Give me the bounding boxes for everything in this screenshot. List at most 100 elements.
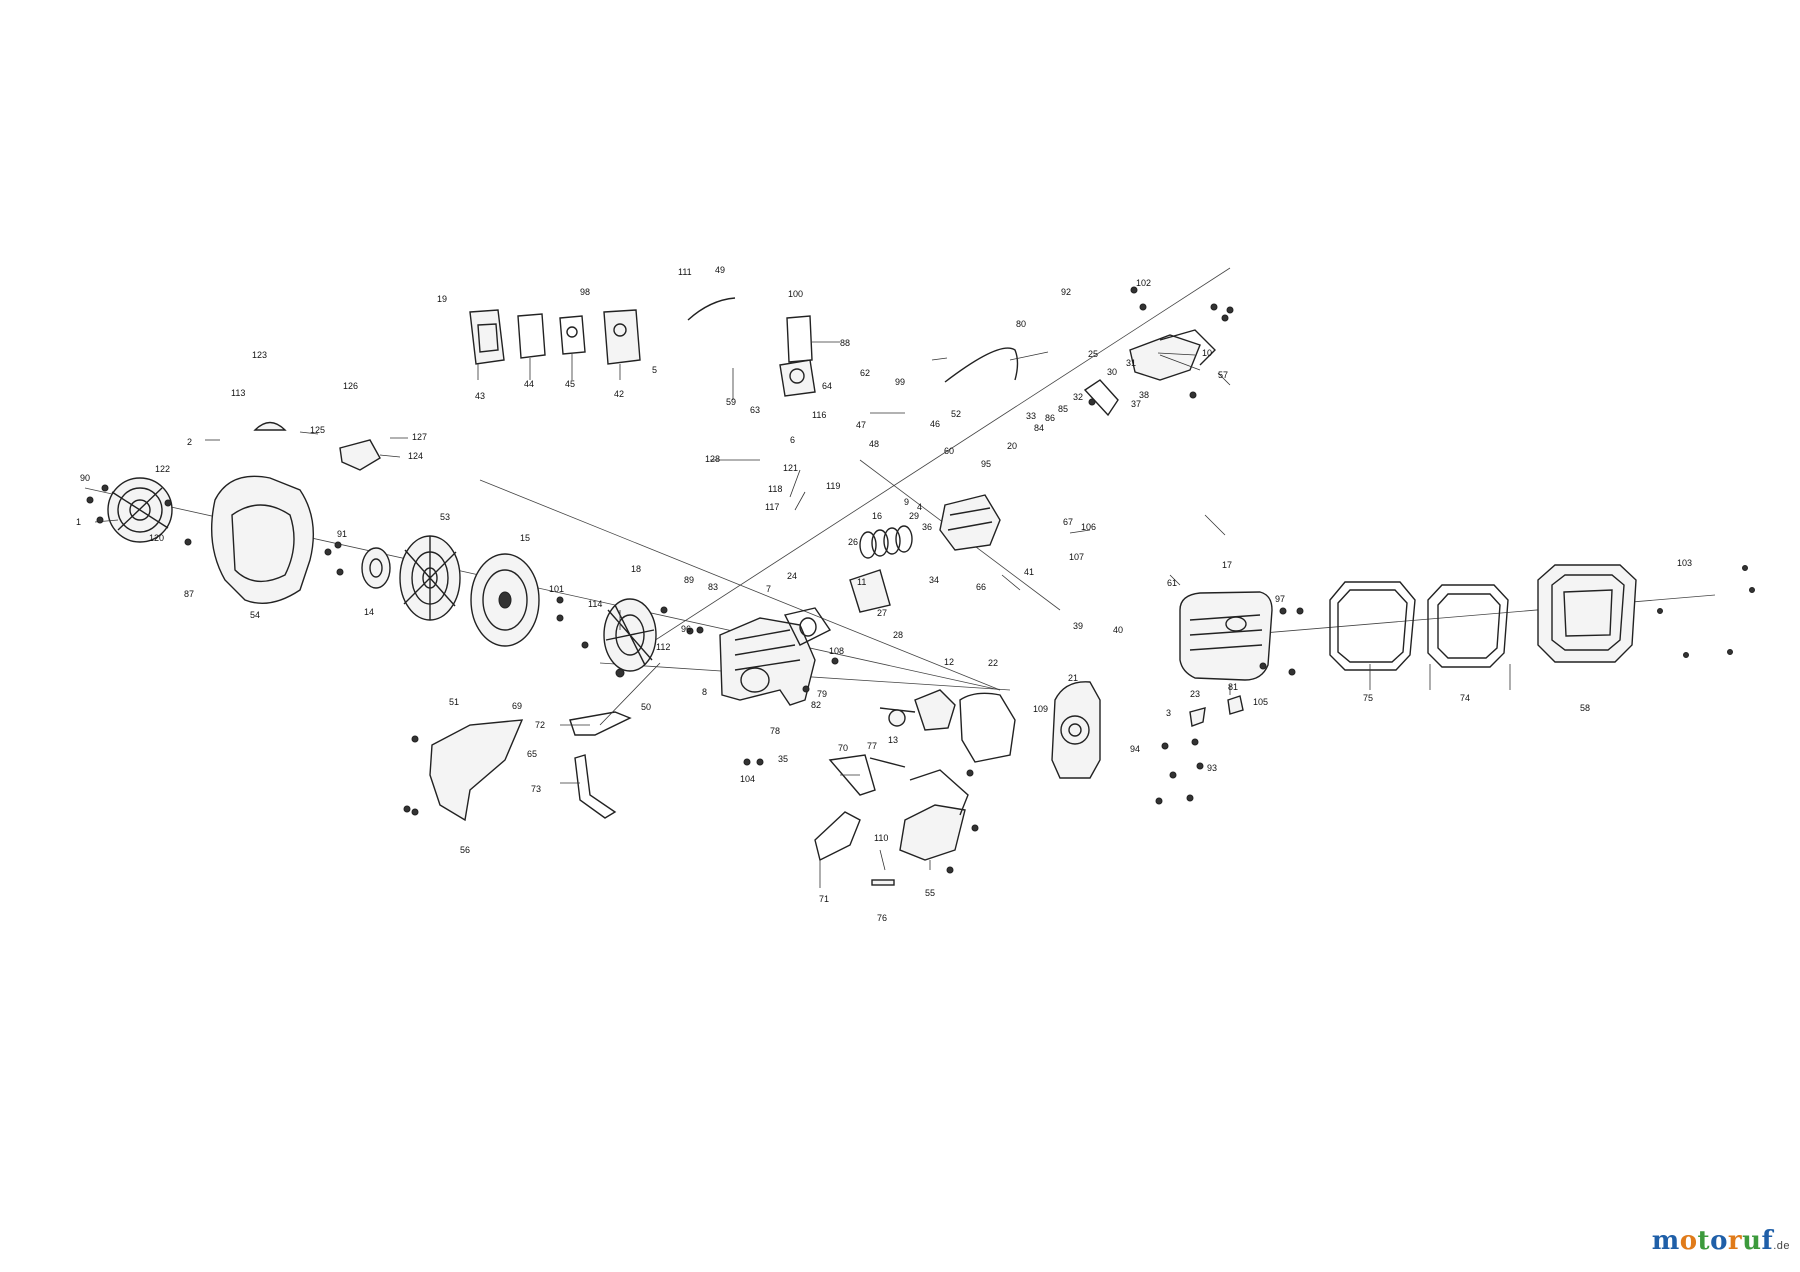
callout: 6 (790, 435, 795, 445)
callout: 127 (412, 432, 427, 442)
deflector-71-part (814, 811, 861, 862)
air-filter-cover-part (469, 309, 505, 365)
callout: 58 (1580, 703, 1590, 713)
callout: 81 (1228, 682, 1238, 692)
callout: 57 (1218, 370, 1228, 380)
callout: 15 (520, 533, 530, 543)
callout: 119 (826, 481, 840, 491)
callout: 24 (787, 571, 797, 581)
callout: 122 (155, 464, 170, 474)
piston-rings-part (859, 525, 913, 559)
callout: 35 (778, 754, 788, 764)
callout: 95 (981, 459, 991, 469)
callout: 103 (1677, 558, 1692, 568)
muffler-guard-part (1129, 329, 1216, 381)
panel-frame-74 (1427, 584, 1509, 668)
callout: 117 (765, 502, 779, 512)
fasteners (86, 286, 1755, 874)
logo-letter: u (1742, 1226, 1762, 1256)
callout: 40 (1113, 625, 1123, 635)
dipstick-part (1189, 707, 1206, 727)
callout: 97 (1275, 594, 1285, 604)
callout: 33 (1026, 411, 1036, 421)
motoruf-watermark: motoruf.de (1652, 1226, 1790, 1256)
callout: 85 (1058, 404, 1068, 414)
callout: 22 (988, 658, 998, 668)
callout: 94 (1130, 744, 1140, 754)
callout: 73 (531, 784, 541, 794)
logo-letter: o (1679, 1226, 1698, 1256)
callout: 19 (437, 294, 447, 304)
callout: 55 (925, 888, 935, 898)
callout: 118 (768, 484, 782, 494)
callout: 82 (811, 700, 821, 710)
callout: 34 (929, 575, 939, 585)
callout: 92 (1061, 287, 1071, 297)
callout: 90 (80, 473, 90, 483)
fuel-line-part (944, 347, 1019, 383)
callout: 30 (1107, 367, 1117, 377)
fan-cover-part (211, 475, 315, 604)
fuel-tank-part (1179, 591, 1273, 681)
callout: 107 (1069, 552, 1084, 562)
callout: 71 (819, 894, 829, 904)
callout: 105 (1253, 697, 1268, 707)
lower-shroud-56-part (429, 719, 524, 822)
callout: 52 (951, 409, 961, 419)
rotor-part (470, 553, 540, 647)
logo-letter: o (1710, 1226, 1728, 1256)
callout: 77 (867, 741, 877, 751)
deflector-72-part (569, 711, 632, 736)
ignition-coil-part (339, 439, 381, 471)
callout: 54 (250, 610, 260, 620)
callout: 25 (1088, 349, 1098, 359)
logo-letter: t (1697, 1226, 1711, 1256)
logo-domain: .de (1773, 1240, 1790, 1252)
callout: 72 (535, 720, 545, 730)
leader-lines (94, 341, 1511, 888)
callout: 29 (909, 511, 919, 521)
cylinder-head-part (939, 494, 1001, 551)
air-filter-base-part (603, 309, 641, 365)
callout: 91 (337, 529, 347, 539)
callout: 76 (877, 913, 887, 923)
crankcase-cover-part (1051, 681, 1101, 779)
callout: 96 (681, 624, 691, 634)
callout: 98 (580, 287, 590, 297)
callout: 86 (1045, 413, 1055, 423)
callout: 32 (1073, 392, 1083, 402)
callout: 48 (869, 439, 879, 449)
cylinder-gasket-part (783, 607, 832, 646)
callout: 106 (1081, 522, 1096, 532)
cover-gasket-part (959, 692, 1016, 763)
callout: 26 (848, 537, 858, 547)
callout: 14 (364, 607, 374, 617)
callout: 113 (231, 388, 245, 398)
logo-letter: m (1651, 1226, 1680, 1256)
callout: 83 (708, 582, 718, 592)
callout: 89 (684, 575, 694, 585)
callout: 69 (512, 701, 522, 711)
callout: 2 (187, 437, 192, 447)
callout: 87 (184, 589, 194, 599)
fuel-tap-part (786, 315, 813, 363)
parts (107, 297, 1637, 886)
callout: 53 (440, 512, 450, 522)
callout: 65 (527, 749, 537, 759)
flywheel-part (399, 535, 461, 621)
callout: 64 (822, 381, 832, 391)
callout: 37 (1131, 399, 1141, 409)
callout: 116 (812, 410, 826, 420)
callout: 114 (588, 599, 602, 609)
callout: 61 (1167, 578, 1177, 588)
callout: 12 (944, 657, 954, 667)
callout: 101 (549, 584, 564, 594)
callout: 16 (872, 511, 882, 521)
logo-letter: r (1727, 1226, 1743, 1256)
assembly-axes (84, 267, 1716, 691)
callout: 10 (1202, 348, 1212, 358)
callout: 36 (922, 522, 932, 532)
callout: 56 (460, 845, 470, 855)
exhaust-bracket-part (1083, 379, 1119, 417)
